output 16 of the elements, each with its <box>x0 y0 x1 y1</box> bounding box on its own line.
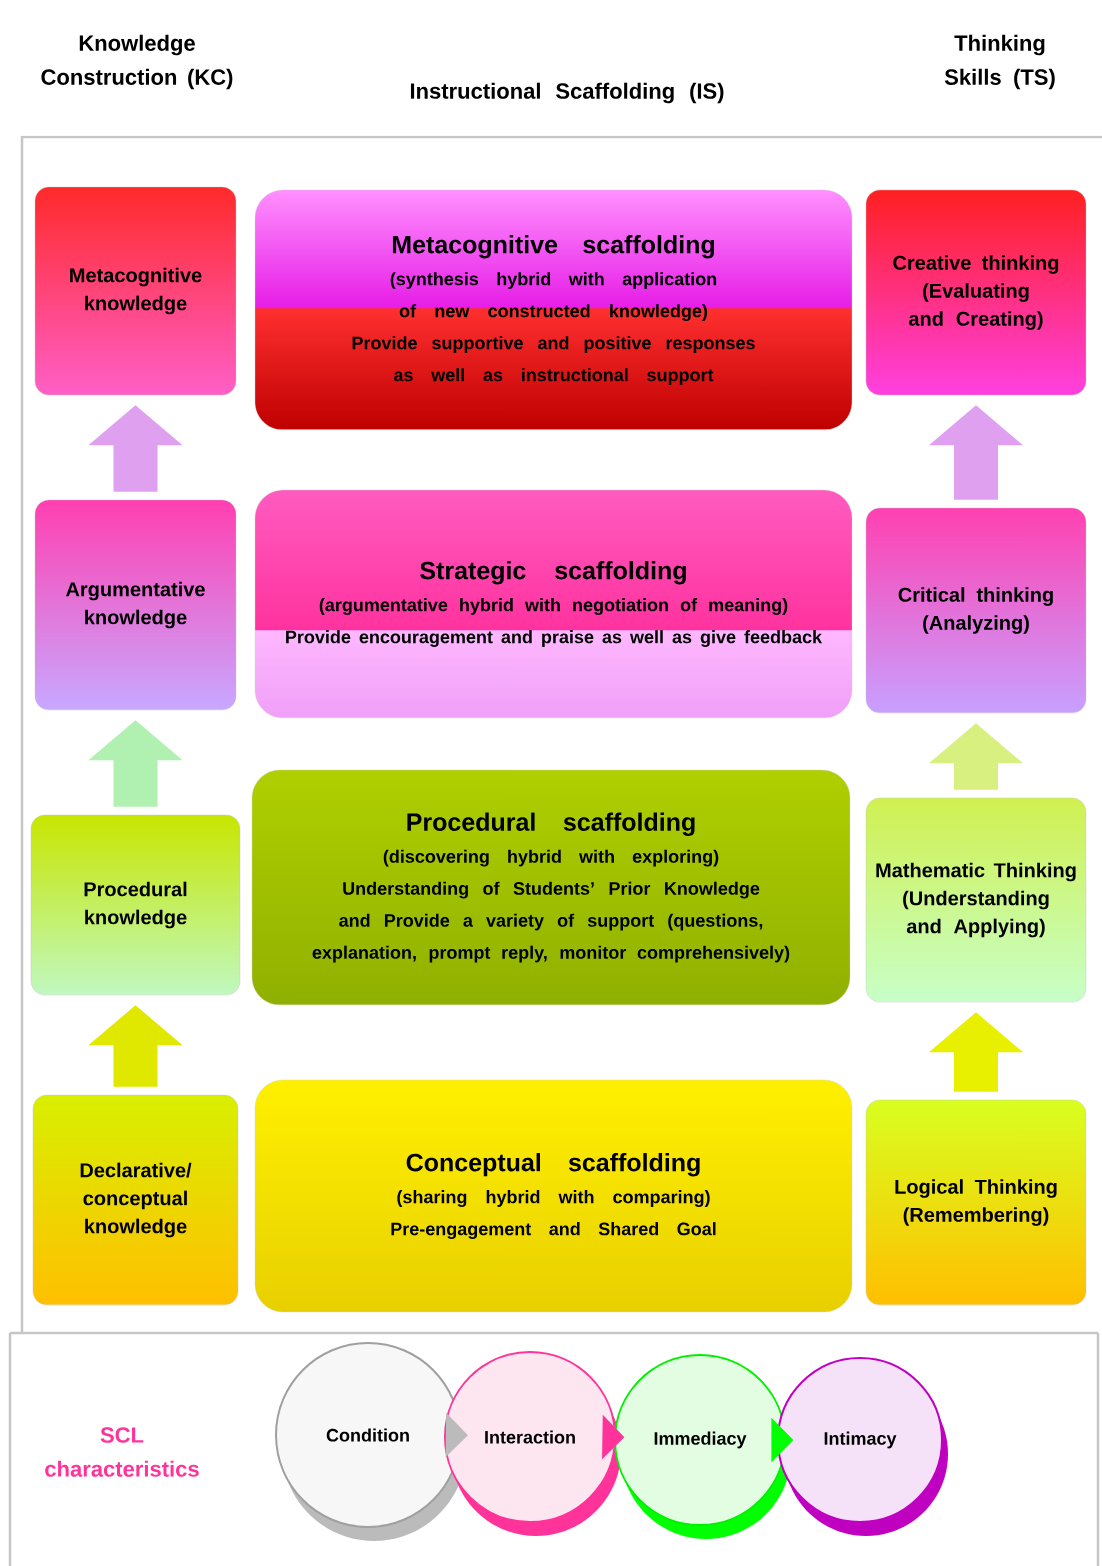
column-heading: Instructional Scaffolding (IS) <box>410 82 724 104</box>
knowledge-box: Creative thinking (Evaluating and Creating) <box>865 189 1087 396</box>
scaffolding-box: Strategic scaffolding (argumentative hybrid with negotiation of meaning) Provide encouragement and praise as well as give feedback <box>254 489 853 719</box>
knowledge-box: Logical Thinking (Remembering) <box>865 1099 1087 1306</box>
knowledge-box: Metacognitive knowledge <box>34 186 237 396</box>
scaffolding-box: Metacognitive scaffolding (synthesis hybrid with application of new constructed knowledge) Provide supportive and positive responses as well as instructional support <box>254 189 853 431</box>
knowledge-box: Mathematic Thinking (Understanding and Applying) <box>865 797 1087 1003</box>
knowledge-box: Critical thinking (Analyzing) <box>865 507 1087 714</box>
knowledge-box: Argumentative knowledge <box>34 499 237 711</box>
knowledge-box: Procedural knowledge <box>30 814 241 996</box>
scaffolding-box: Procedural scaffolding (discovering hybrid with exploring) Understanding of Students’ Prior Knowledge and Provide a variety of support (questions, explanation, prompt reply, monitor comprehensively) <box>251 769 851 1006</box>
scaffolding-box: Conceptual scaffolding (sharing hybrid with comparing) Pre-engagement and Shared Goal <box>254 1079 853 1313</box>
knowledge-box: Declarative/ conceptual knowledge <box>32 1094 239 1306</box>
column-heading: Thinking Skills (TS) <box>944 34 1055 90</box>
column-heading: SCL characteristics <box>45 1427 199 1477</box>
column-heading: Knowledge Construction (KC) <box>41 34 233 90</box>
